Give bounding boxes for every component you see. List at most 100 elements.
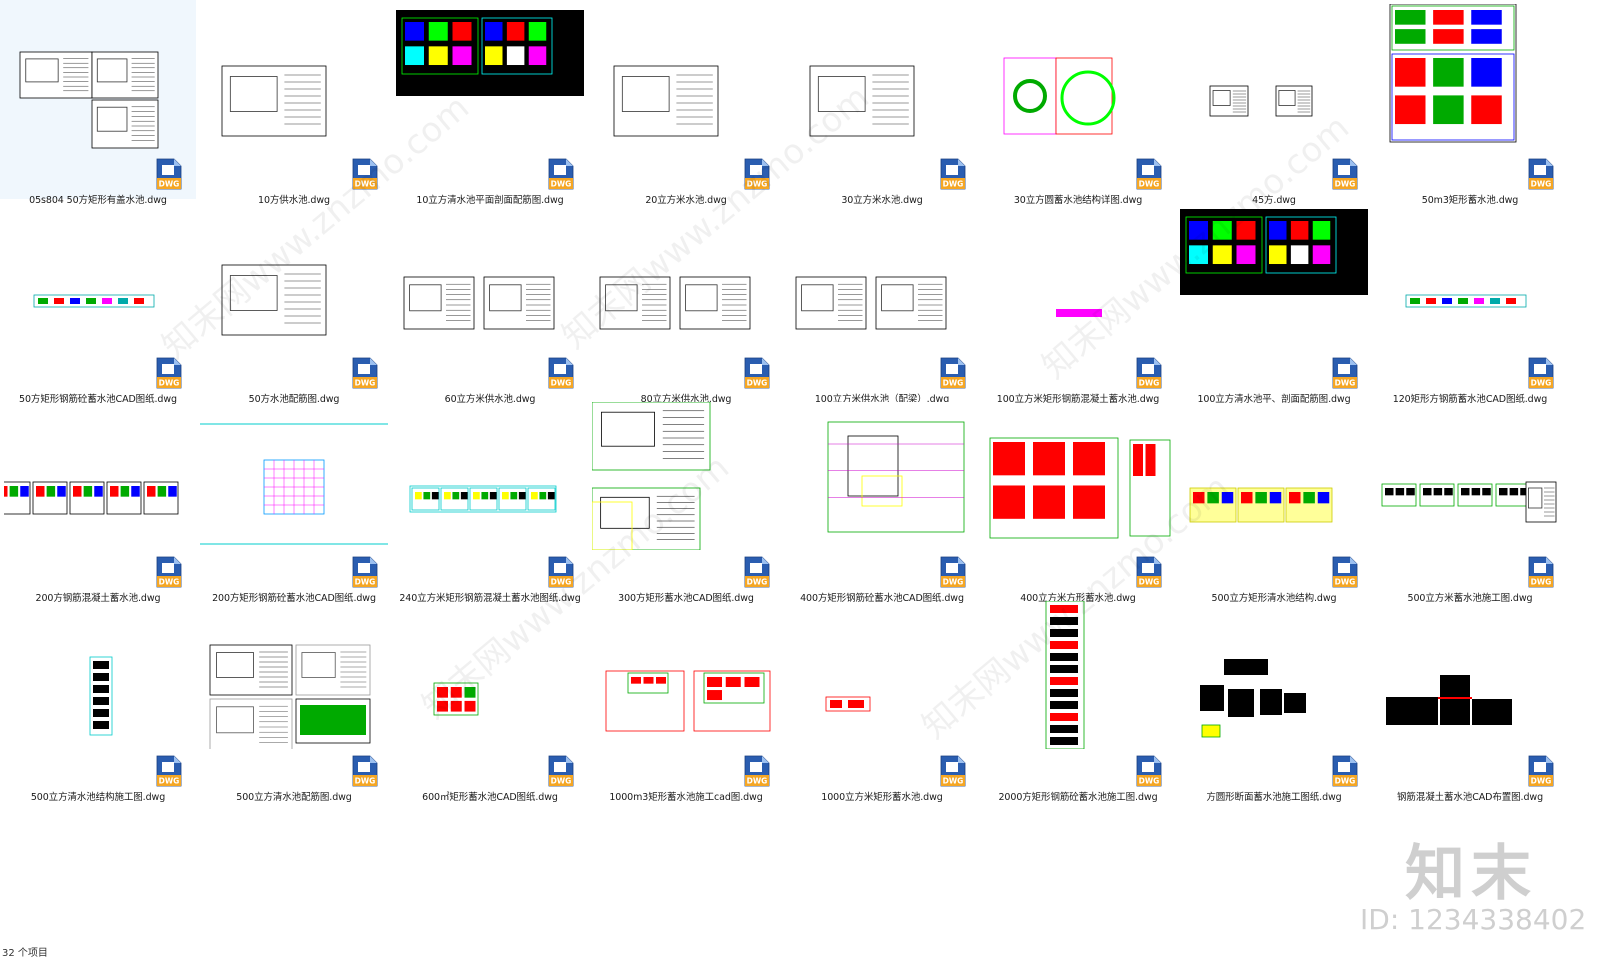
file-thumbnail [4,601,192,749]
file-thumbnail [1180,203,1368,351]
dwg-file-icon: DWG [1528,357,1554,389]
file-thumbnail [396,402,584,550]
file-type-badge: DWG [551,180,572,189]
dwg-file-icon: DWG [940,357,966,389]
file-item[interactable]: DWG 2000方矩形钢筋砼蓄水池施工图.dwg [980,597,1176,803]
file-type-badge: DWG [943,578,964,587]
file-name-label: 1000立方米矩形蓄水池.dwg [821,792,943,803]
dwg-file-icon: DWG [744,357,770,389]
dwg-file-icon: DWG [156,755,182,787]
file-name-label: 500立方清水池配筋图.dwg [236,792,352,803]
file-type-badge: DWG [1531,379,1552,388]
file-thumbnail [1376,4,1564,152]
file-type-badge: DWG [551,379,572,388]
file-type-badge: DWG [747,379,768,388]
file-name-label: 钢筋混凝土蓄水池CAD布置图.dwg [1397,792,1543,803]
file-name-label: 1000m3矩形蓄水池施工cad图.dwg [609,792,763,803]
file-thumbnail [1180,4,1368,152]
file-thumbnail [592,601,780,749]
file-name-label: 500立方清水池结构施工图.dwg [30,792,166,803]
file-type-badge: DWG [1139,379,1160,388]
file-type-badge: DWG [747,777,768,786]
file-type-badge: DWG [355,777,376,786]
dwg-file-icon: DWG [744,556,770,588]
file-type-badge: DWG [1139,777,1160,786]
file-thumbnail [984,203,1172,351]
file-thumbnail [1180,402,1368,550]
file-name-label: 方圆形断面蓄水池施工图纸.dwg [1206,792,1342,803]
file-thumbnail [1180,601,1368,749]
file-name-label: 2000方矩形钢筋砼蓄水池施工图.dwg [998,792,1158,803]
file-type-badge: DWG [159,578,180,587]
file-type-badge: DWG [943,180,964,189]
dwg-file-icon: DWG [940,755,966,787]
file-thumbnail [592,402,780,550]
dwg-file-icon: DWG [352,556,378,588]
file-thumbnail [200,402,388,550]
dwg-file-icon: DWG [744,158,770,190]
dwg-file-icon: DWG [156,158,182,190]
file-type-badge: DWG [747,578,768,587]
file-thumbnail [4,203,192,351]
file-type-badge: DWG [355,180,376,189]
watermark-logo: 知末 [1405,839,1537,909]
file-type-badge: DWG [1139,180,1160,189]
file-thumbnail [788,203,976,351]
file-type-badge: DWG [159,379,180,388]
dwg-file-icon: DWG [156,556,182,588]
dwg-file-icon: DWG [156,357,182,389]
file-item[interactable]: DWG 方圆形断面蓄水池施工图纸.dwg [1176,597,1372,803]
file-thumbnail [984,601,1172,749]
file-thumbnail [592,203,780,351]
file-type-badge: DWG [1531,180,1552,189]
file-thumbnail [984,4,1172,152]
file-thumbnail [1376,402,1564,550]
file-type-badge: DWG [159,180,180,189]
dwg-file-icon: DWG [1332,357,1358,389]
file-item[interactable]: DWG 500立方清水池结构施工图.dwg [0,597,196,803]
file-type-badge: DWG [551,578,572,587]
file-type-badge: DWG [355,379,376,388]
dwg-file-icon: DWG [548,755,574,787]
status-bar-item-count: 32 个项目 [2,948,48,959]
file-thumbnail [788,601,976,749]
dwg-file-icon: DWG [1136,357,1162,389]
file-thumbnail [4,4,192,152]
file-type-badge: DWG [1335,180,1356,189]
file-thumbnail [4,402,192,550]
file-type-badge: DWG [1335,777,1356,786]
file-type-badge: DWG [943,379,964,388]
file-item[interactable]: DWG 1000立方米矩形蓄水池.dwg [784,597,980,803]
file-item[interactable]: DWG 1000m3矩形蓄水池施工cad图.dwg [588,597,784,803]
watermark-id: ID: 1234338402 [1360,903,1587,936]
dwg-file-icon: DWG [1528,158,1554,190]
